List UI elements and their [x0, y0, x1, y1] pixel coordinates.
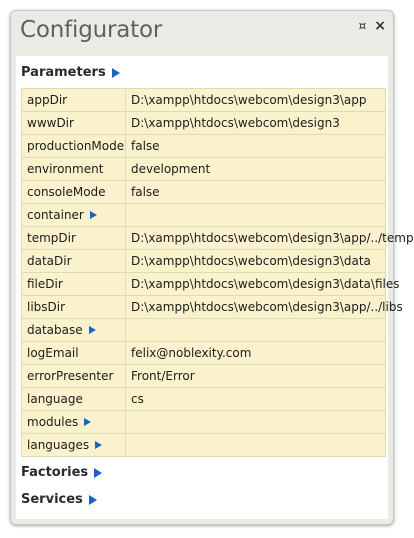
param-key-cell: appDir	[21, 88, 126, 112]
param-key-cell: errorPresenter	[21, 364, 126, 388]
services-section-toggle[interactable]: Services	[21, 492, 97, 507]
expand-arrow-icon	[89, 211, 97, 219]
expand-arrow-icon	[111, 67, 120, 78]
param-expander[interactable]: modules	[27, 415, 92, 429]
param-value: false	[125, 180, 386, 204]
title-icons: ¤ ×	[359, 19, 386, 33]
param-value: D:\xampp\htdocs\webcom\design3\app/../li…	[125, 295, 403, 319]
factories-section-toggle[interactable]: Factories	[21, 465, 103, 480]
param-value	[125, 433, 386, 457]
param-key-cell: productionMode	[21, 134, 126, 158]
param-value: D:\xampp\htdocs\webcom\design3\app/../te…	[125, 226, 414, 250]
table-row: dataDir D:\xampp\htdocs\webcom\design3\da…	[21, 249, 386, 273]
param-expander[interactable]: container	[27, 208, 97, 222]
param-value: development	[125, 157, 386, 181]
param-value: D:\xampp\htdocs\webcom\design3\data\file…	[125, 272, 399, 296]
param-key-cell: database	[21, 318, 126, 342]
param-key-cell: consoleMode	[21, 180, 126, 204]
param-key-cell: libsDir	[21, 295, 126, 319]
param-key: appDir	[27, 93, 68, 107]
param-expander[interactable]: languages	[27, 438, 103, 452]
param-key-cell: logEmail	[21, 341, 126, 365]
param-value: cs	[125, 387, 386, 411]
param-key: environment	[27, 162, 104, 176]
parameters-section-label: Parameters	[21, 65, 106, 80]
table-row: consoleMode false	[21, 180, 386, 204]
expand-arrow-icon	[88, 494, 97, 505]
table-row: libsDir D:\xampp\htdocs\webcom\design3\ap…	[21, 295, 403, 319]
param-value	[125, 318, 386, 342]
param-key: language	[27, 392, 83, 406]
expand-arrow-icon	[88, 326, 96, 334]
param-key: fileDir	[27, 277, 63, 291]
table-row: logEmail felix@noblexity.com	[21, 341, 386, 365]
param-key-cell: language	[21, 387, 126, 411]
param-key-cell: modules	[21, 410, 126, 434]
param-key: languages	[27, 438, 90, 452]
param-key-cell: environment	[21, 157, 126, 181]
table-row: environment development	[21, 157, 386, 181]
param-key: wwwDir	[27, 116, 74, 130]
param-key: tempDir	[27, 231, 76, 245]
param-expander[interactable]: database	[27, 323, 96, 337]
services-section-label: Services	[21, 492, 83, 507]
param-key-cell: container	[21, 203, 126, 227]
factories-section-label: Factories	[21, 465, 89, 480]
table-row[interactable]: container	[21, 203, 386, 227]
param-key-cell: dataDir	[21, 249, 126, 273]
table-row: appDir D:\xampp\htdocs\webcom\design3\app	[21, 88, 386, 112]
param-key-cell: wwwDir	[21, 111, 126, 135]
param-key: database	[27, 323, 83, 337]
expand-arrow-icon	[84, 418, 92, 426]
table-row[interactable]: languages	[21, 433, 386, 457]
param-key: logEmail	[27, 346, 79, 360]
param-key: consoleMode	[27, 185, 106, 199]
param-value: false	[125, 134, 386, 158]
param-key: libsDir	[27, 300, 66, 314]
param-value: felix@noblexity.com	[125, 341, 386, 365]
param-value	[125, 203, 386, 227]
table-row: tempDir D:\xampp\htdocs\webcom\design3\ap…	[21, 226, 414, 250]
expand-arrow-icon	[95, 441, 103, 449]
table-row[interactable]: modules	[21, 410, 386, 434]
expand-arrow-icon	[94, 467, 103, 478]
pin-icon[interactable]: ¤	[358, 19, 367, 33]
param-key-cell: fileDir	[21, 272, 126, 296]
panel-title: Configurator	[20, 17, 163, 43]
table-row: wwwDir D:\xampp\htdocs\webcom\design3	[21, 111, 386, 135]
param-value	[125, 410, 386, 434]
param-key-cell: tempDir	[21, 226, 126, 250]
param-key: errorPresenter	[27, 369, 114, 383]
close-icon[interactable]: ×	[374, 18, 386, 34]
param-value: D:\xampp\htdocs\webcom\design3\data	[125, 249, 386, 273]
param-key: modules	[27, 415, 79, 429]
param-key-cell: languages	[21, 433, 126, 457]
param-key: dataDir	[27, 254, 72, 268]
table-row: language cs	[21, 387, 386, 411]
param-key: container	[27, 208, 84, 222]
param-value: D:\xampp\htdocs\webcom\design3	[125, 111, 386, 135]
param-key: productionMode	[27, 139, 125, 153]
table-row: fileDir D:\xampp\htdocs\webcom\design3\da…	[21, 272, 399, 296]
param-value: Front/Error	[125, 364, 386, 388]
parameters-section-toggle[interactable]: Parameters	[21, 65, 120, 80]
param-value: D:\xampp\htdocs\webcom\design3\app	[125, 88, 386, 112]
table-row: errorPresenter Front/Error	[21, 364, 386, 388]
table-row[interactable]: database	[21, 318, 386, 342]
